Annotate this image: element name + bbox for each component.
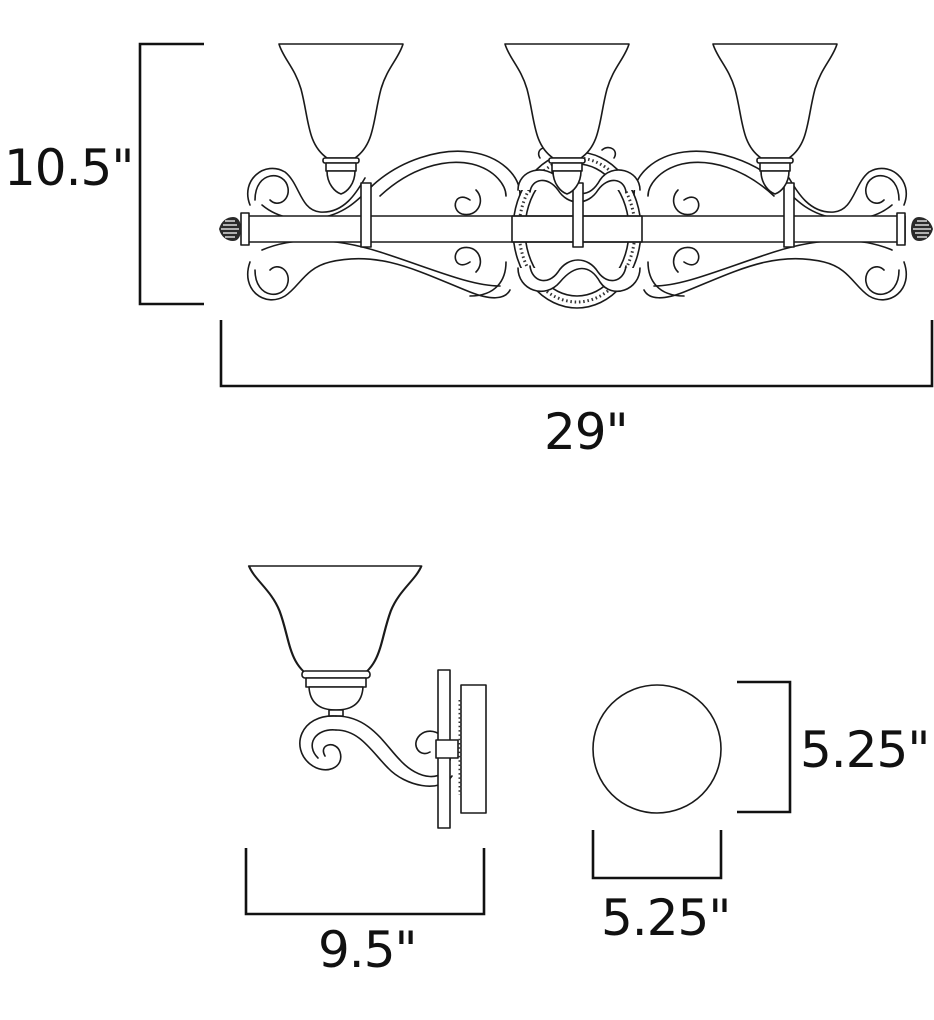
- backplate-width-bracket: [591, 830, 723, 880]
- backplate-width-label: 5.25": [601, 889, 731, 947]
- backplate-view: [591, 680, 792, 880]
- backplate-side: [460, 684, 487, 814]
- height-dimension-label: 10.5": [4, 139, 134, 197]
- backplate-height-label: 5.25": [800, 721, 930, 779]
- round-backplate: [592, 684, 722, 814]
- glass-shade-right: [712, 43, 838, 195]
- stem-right: [783, 182, 795, 248]
- width-dimension-bracket: [219, 320, 934, 388]
- left-finial: [218, 216, 242, 242]
- right-finial: [910, 216, 934, 242]
- depth-dimension-bracket: [244, 848, 486, 916]
- front-view: [138, 42, 934, 388]
- side-view: [244, 565, 487, 916]
- backplate-height-bracket: [737, 680, 792, 814]
- height-dimension-bracket: [138, 42, 204, 306]
- stem-center: [572, 182, 584, 248]
- width-dimension-label: 29": [544, 403, 629, 461]
- glass-shade-left: [278, 43, 404, 195]
- stem-left: [360, 182, 372, 248]
- depth-dimension-label: 9.5": [318, 921, 418, 979]
